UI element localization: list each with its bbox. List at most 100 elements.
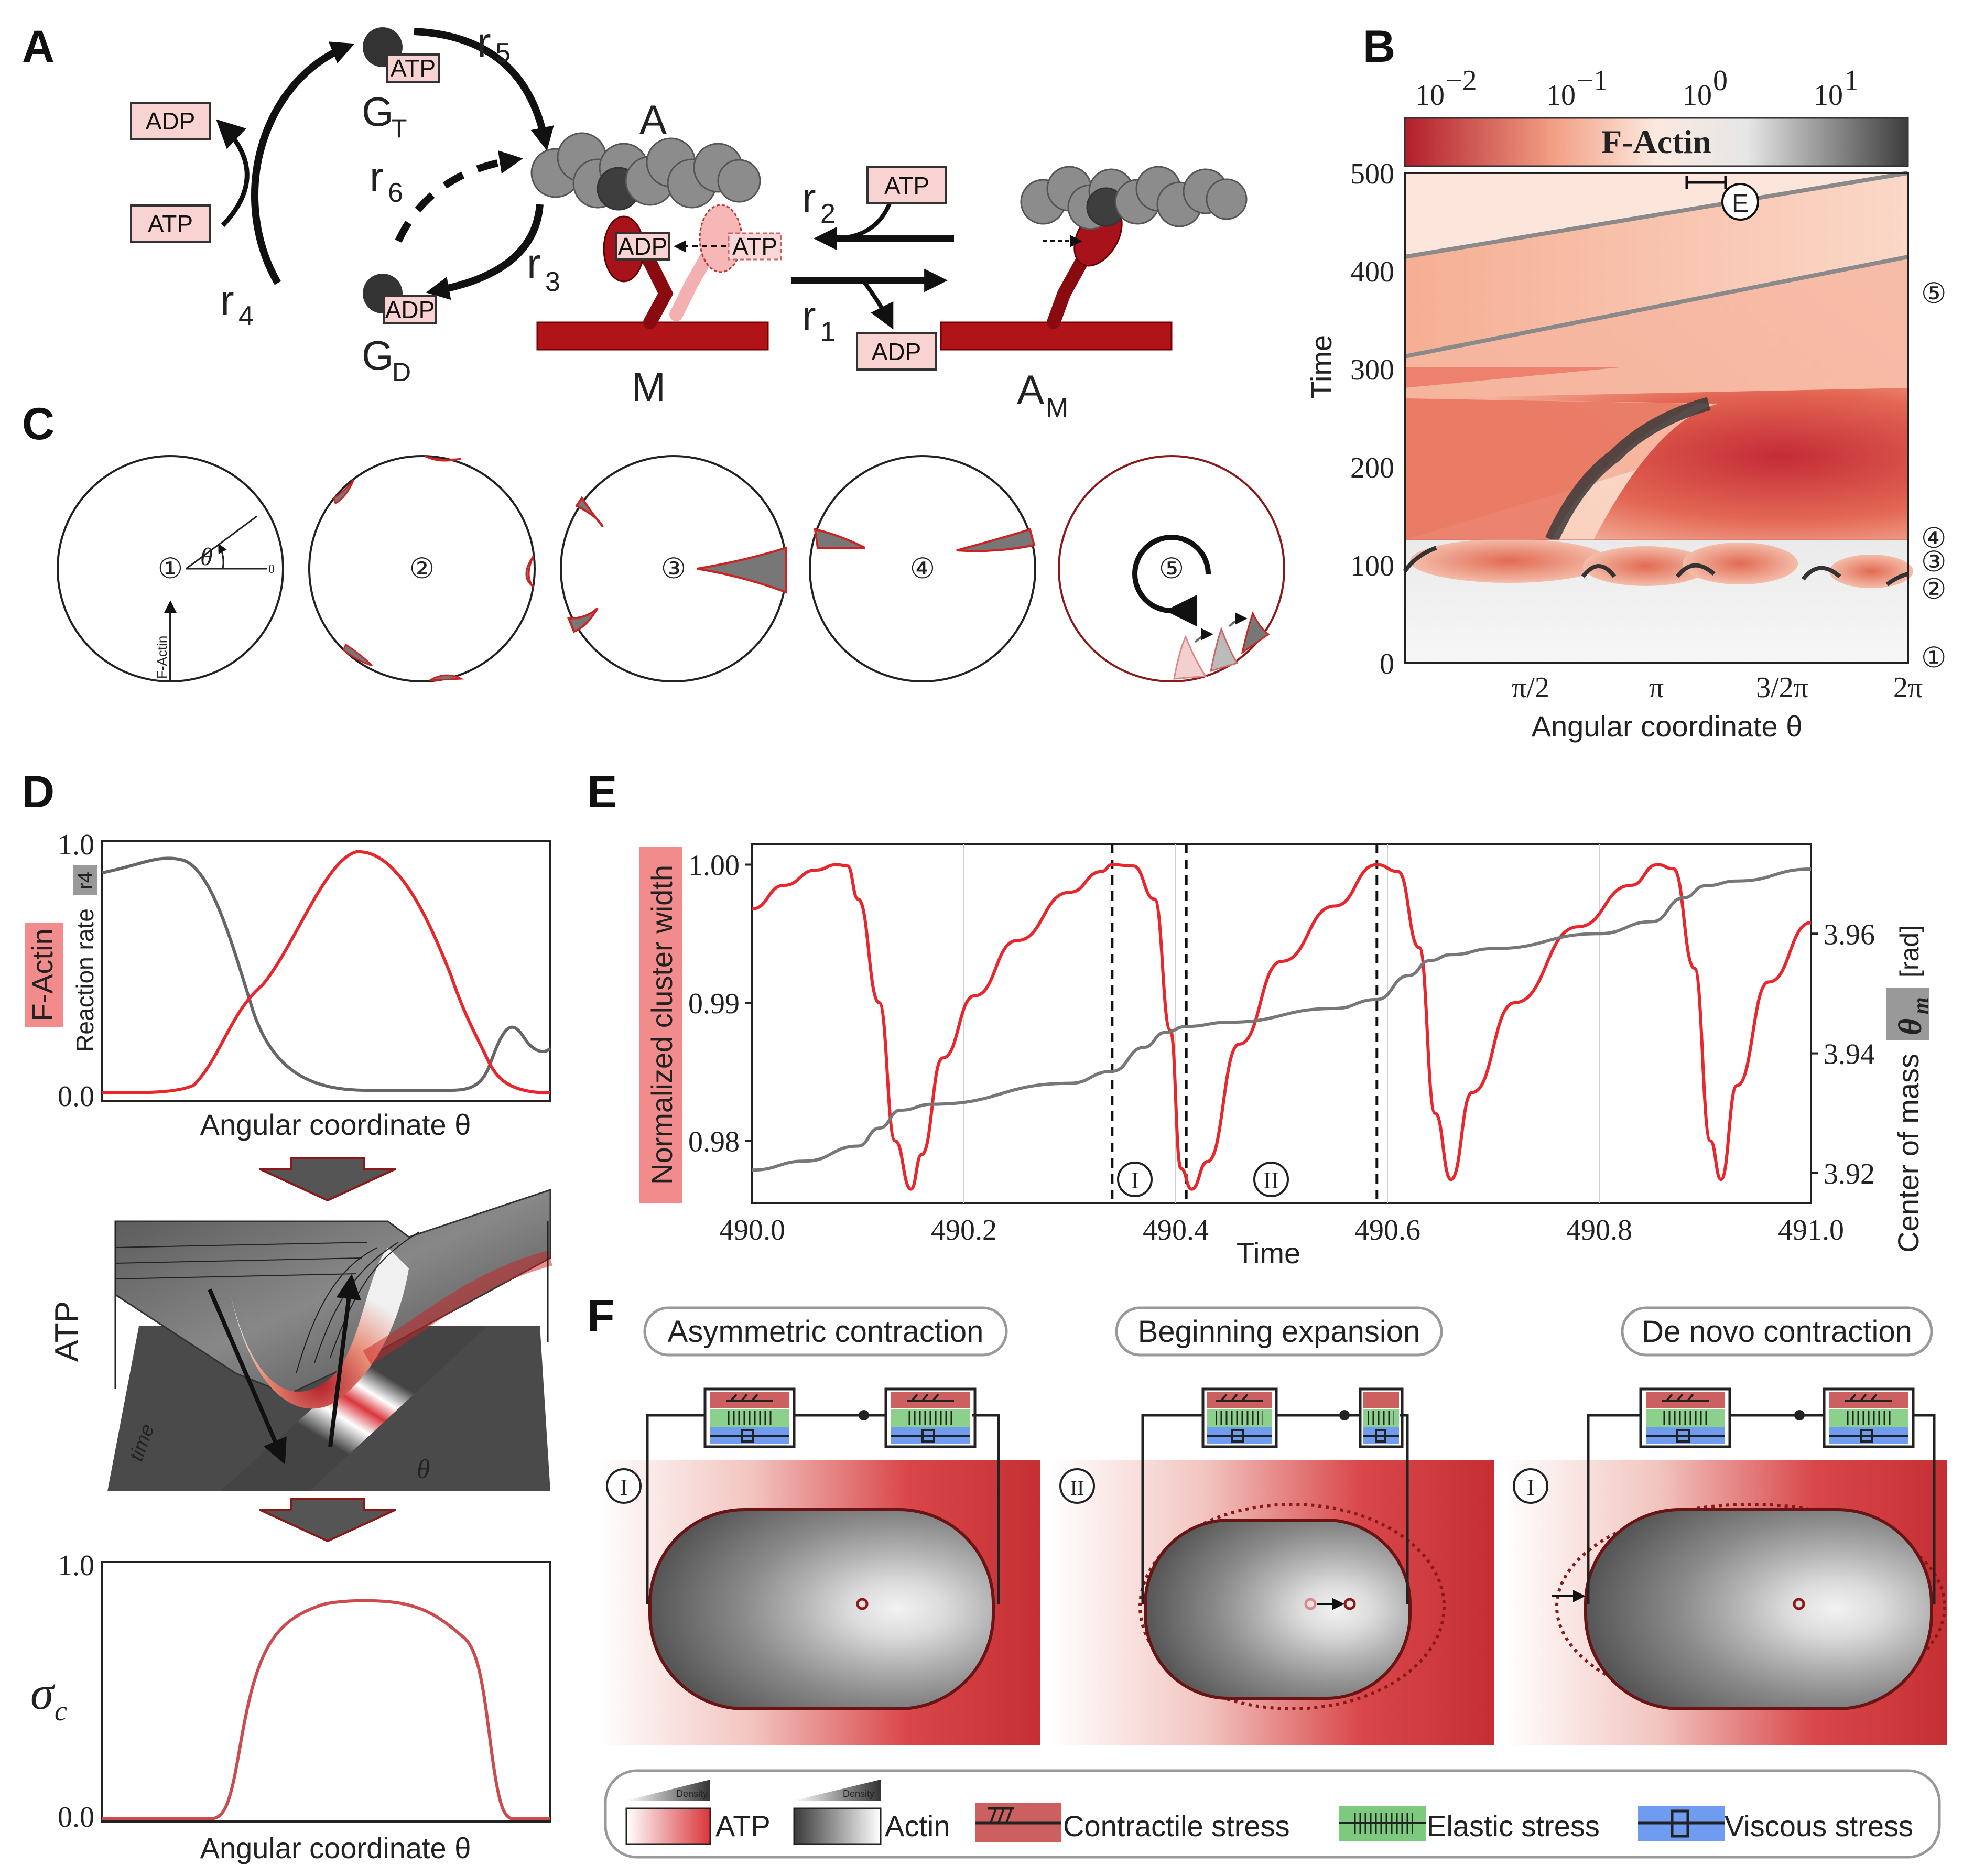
panel-letter-b: B: [1363, 21, 1395, 72]
b-ytick-300: 300: [1350, 354, 1394, 386]
panel-f: Asymmetric contraction Beginning expansi…: [598, 1306, 1947, 1859]
b-ytick-0: 0: [1380, 648, 1394, 680]
f-scene-1: I: [598, 1387, 1040, 1745]
panel-letter-a: A: [22, 21, 55, 72]
panel-letter-f: F: [587, 1291, 615, 1341]
svg-text:10: 10: [1683, 79, 1712, 112]
e-ytick-right: 3.96: [1824, 918, 1875, 951]
svg-text:10: 10: [1546, 79, 1576, 112]
e-ytick-left: 1.00: [688, 850, 740, 882]
colorbar-tick-0: 10−2: [1415, 64, 1477, 112]
e-phase-ii-circle: [1253, 1162, 1289, 1197]
d-top-ylabel-red: F-Actin: [26, 928, 59, 1021]
cell-stage-1-label: ①: [158, 553, 183, 584]
legend-viscous: Viscous stress: [1638, 1806, 1913, 1842]
am-label: A: [1017, 366, 1044, 413]
actin-filament-am: [1020, 166, 1248, 230]
actin-filament-a: [530, 132, 761, 211]
atp-right-label: ATP: [884, 172, 929, 199]
myosin-m-label: M: [632, 364, 666, 410]
myo-atp-label: ATP: [732, 233, 777, 260]
d-r4-tag: r4: [74, 872, 96, 890]
r5-label: r: [477, 19, 491, 66]
f-phase-1: I: [620, 1474, 628, 1500]
d-top-ylabel-gray: Reaction rate: [71, 908, 99, 1052]
r2-sub: 2: [820, 199, 836, 229]
f-title-pill-1: [643, 1306, 1008, 1357]
d-factin-tag-bg: [25, 923, 63, 1027]
e-xtick: 490.6: [1354, 1214, 1420, 1246]
gd-sub: D: [392, 357, 411, 387]
e-phase-i: I: [1131, 1167, 1138, 1194]
adp-left-tag: [130, 102, 211, 140]
d-sigma-label: σ: [30, 1667, 56, 1719]
svg-text:Density: Density: [843, 1788, 874, 1799]
gt-label: G: [362, 89, 394, 135]
e-ylabel-left: Normalized cluster width: [645, 865, 678, 1185]
colorbar-tick-1: 10−1: [1546, 64, 1608, 112]
b-stage-5: ⑤: [1921, 278, 1946, 309]
adp-left-label: ADP: [146, 107, 196, 135]
myo-adp-label: ADP: [618, 233, 668, 260]
atp-adp-arrow: [216, 119, 250, 227]
f-scene-3: I: [1504, 1387, 1947, 1745]
f-title-3: De novo contraction: [1642, 1315, 1912, 1349]
svg-text:−1: −1: [1577, 64, 1608, 97]
gd-label: G: [362, 332, 394, 378]
cell-stage-2-label: ②: [409, 553, 435, 584]
r6-arrow: [395, 150, 523, 243]
r6-label: r: [370, 154, 384, 200]
gd-adp-label: ADP: [385, 296, 435, 323]
e-phase-ii: II: [1263, 1167, 1279, 1194]
panel-a-reaction-scheme: ATP G T ADP G D ADP ATP r 5 r 6 r 3 r 4: [130, 19, 1248, 423]
cell-stage-4-label: ④: [910, 553, 935, 584]
f-title-2: Beginning expansion: [1138, 1315, 1420, 1349]
kymograph-frame: [1404, 172, 1909, 664]
legend-atp: Density ATP: [625, 1780, 771, 1845]
e-xtick: 490.0: [719, 1214, 785, 1246]
d-top-frame: [101, 840, 551, 1102]
svg-text:−2: −2: [1446, 64, 1477, 97]
d-bottom-xlabel: Angular coordinate θ: [200, 1831, 471, 1864]
f-title-pill-2: [1115, 1306, 1443, 1357]
b-ytick-500: 500: [1350, 158, 1394, 190]
d-top-ytick-1: 1.0: [58, 829, 94, 861]
e-ytick-left: 0.99: [688, 988, 740, 1020]
e-xtick: 490.8: [1566, 1214, 1632, 1246]
cell-stage-3-label: ③: [661, 553, 686, 584]
theta-label: θ: [200, 543, 213, 571]
gt-atp-label: ATP: [391, 55, 436, 82]
e-marker-label: E: [1732, 190, 1749, 218]
d-down-arrow-1: [259, 1157, 396, 1202]
legend-actin-label: Actin: [885, 1809, 950, 1842]
e-ytick-left: 0.98: [688, 1125, 740, 1158]
am-sub: M: [1046, 393, 1068, 423]
e-xtick: 490.2: [931, 1214, 997, 1246]
d-bottom-ytick-1: 1.0: [58, 1549, 94, 1582]
b-ytick-400: 400: [1350, 256, 1394, 288]
cell-stage-5: [1058, 455, 1285, 682]
panel-letter-c: C: [22, 399, 55, 449]
b-stage-1: ①: [1921, 642, 1946, 674]
zero-label: 0: [268, 562, 275, 576]
e-plot-frame: [751, 843, 1812, 1204]
actin-a-label: A: [639, 96, 667, 143]
d-top-xlabel: Angular coordinate θ: [200, 1108, 471, 1141]
d-top-ytick-0: 0.0: [58, 1080, 94, 1113]
legend-actin: Density Actin: [793, 1780, 950, 1845]
f-phase-2: II: [1070, 1476, 1084, 1500]
e-series-center-of-mass: [752, 867, 1812, 1172]
svg-text:10: 10: [1814, 79, 1843, 112]
f-legend-box: [604, 1769, 1941, 1859]
r2-label: r: [802, 175, 816, 221]
r2-atp-in: [849, 198, 893, 239]
e-ytick-right: 3.94: [1824, 1038, 1875, 1071]
f-scene-2: II: [1051, 1387, 1494, 1745]
gt-atp-tag: [386, 53, 440, 83]
d-bottom-ytick-0: 0.0: [58, 1801, 94, 1834]
svg-text:0: 0: [1713, 64, 1728, 97]
svg-text:Center of mass: Center of mass: [1892, 1054, 1925, 1253]
colorbar-title: F-Actin: [1601, 123, 1711, 160]
